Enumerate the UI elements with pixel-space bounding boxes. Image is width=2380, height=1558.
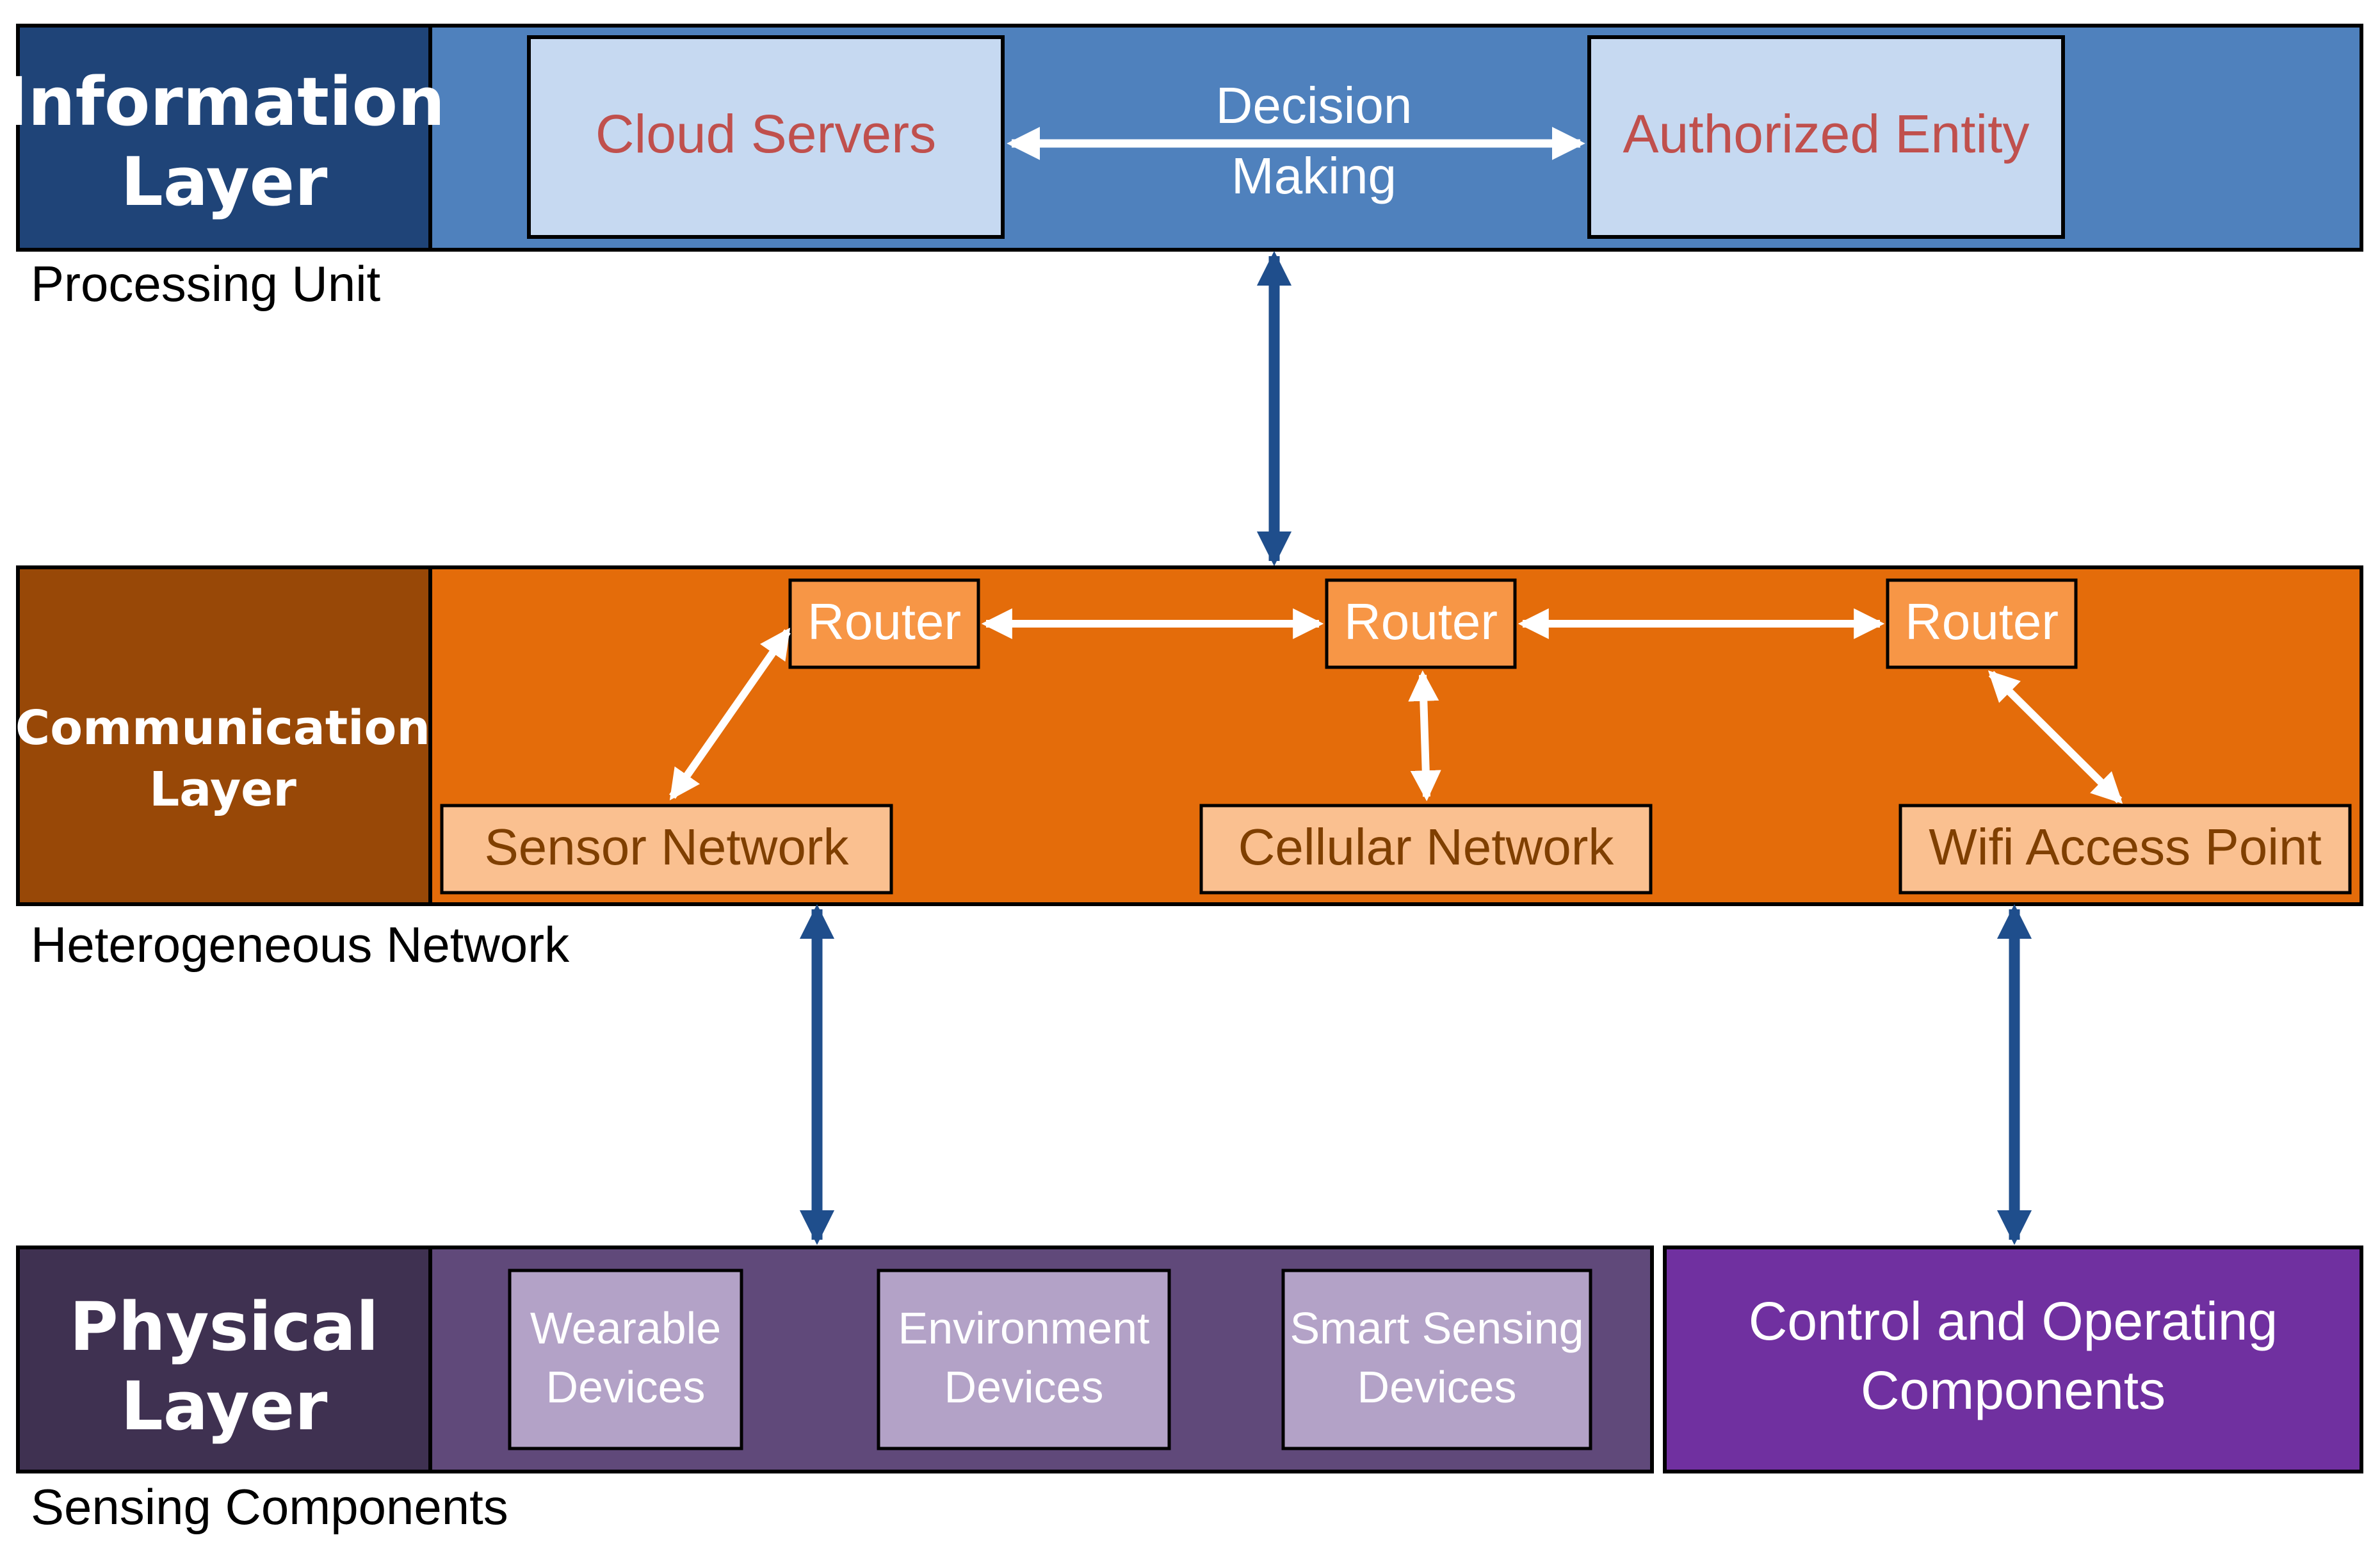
router-box-1 bbox=[788, 578, 980, 669]
environment-devices-label-line1: Environment bbox=[898, 1303, 1150, 1353]
sensor-network-box bbox=[440, 804, 893, 895]
control-operating-components-label-line1: Control and Operating bbox=[1749, 1291, 2278, 1351]
control-operating-components-box bbox=[1663, 1246, 2363, 1473]
environment-devices-label-line2: Devices bbox=[944, 1362, 1104, 1412]
physical-layer-label-line1: Physical bbox=[69, 1288, 378, 1366]
information-layer-label-line2: Layer bbox=[121, 143, 328, 221]
cellular-network-box bbox=[1199, 804, 1653, 895]
wifi-access-point-box bbox=[1898, 804, 2352, 895]
router-box-3 bbox=[1886, 578, 2078, 669]
router-label-3: Router bbox=[1905, 593, 2059, 650]
cloud-servers-label: Cloud Servers bbox=[595, 104, 936, 164]
processing-unit-caption: Processing Unit bbox=[31, 256, 381, 312]
heterogeneous-network-caption: Heterogeneous Network bbox=[31, 916, 570, 973]
router-label-2: Router bbox=[1344, 593, 1498, 650]
environment-devices-box bbox=[877, 1269, 1171, 1450]
communication-layer-label-line1: Communication bbox=[15, 701, 430, 756]
physical-layer-label-line2: Layer bbox=[121, 1367, 328, 1445]
wifi-router3-arrow bbox=[1987, 670, 2123, 804]
communication-layer-label-line2: Layer bbox=[149, 762, 296, 817]
information-layer-label-box bbox=[16, 24, 432, 252]
router-box-2 bbox=[1325, 578, 1517, 669]
sensor-network-label: Sensor Network bbox=[484, 818, 849, 875]
smart-sensing-devices-label-line1: Smart Sensing bbox=[1290, 1303, 1583, 1353]
decision-making-label-line2: Making bbox=[1231, 147, 1396, 204]
decision-making-label-line1: Decision bbox=[1216, 77, 1413, 134]
wearable-devices-label-line2: Devices bbox=[546, 1362, 706, 1412]
cellular-router2-arrow bbox=[1408, 670, 1441, 802]
sensor-router1-arrow bbox=[669, 628, 791, 800]
physical-layer-label-box bbox=[16, 1246, 432, 1473]
router-label-1: Router bbox=[807, 593, 961, 650]
smart-sensing-devices-box bbox=[1281, 1269, 1592, 1450]
authorized-entity-box bbox=[1587, 35, 2065, 239]
cellular-network-label: Cellular Network bbox=[1238, 818, 1615, 875]
wearable-devices-label-line1: Wearable bbox=[530, 1303, 721, 1353]
information-layer-label-line1: Information bbox=[3, 63, 445, 141]
smart-sensing-devices-label-line2: Devices bbox=[1357, 1362, 1517, 1412]
cloud-servers-box bbox=[527, 35, 1005, 239]
control-operating-components-label-line2: Components bbox=[1861, 1360, 2165, 1420]
wifi-access-point-label: Wifi Access Point bbox=[1929, 818, 2322, 875]
wearable-devices-box bbox=[508, 1269, 743, 1450]
authorized-entity-label: Authorized Entity bbox=[1623, 104, 2029, 164]
sensing-components-caption: Sensing Components bbox=[31, 1479, 508, 1535]
